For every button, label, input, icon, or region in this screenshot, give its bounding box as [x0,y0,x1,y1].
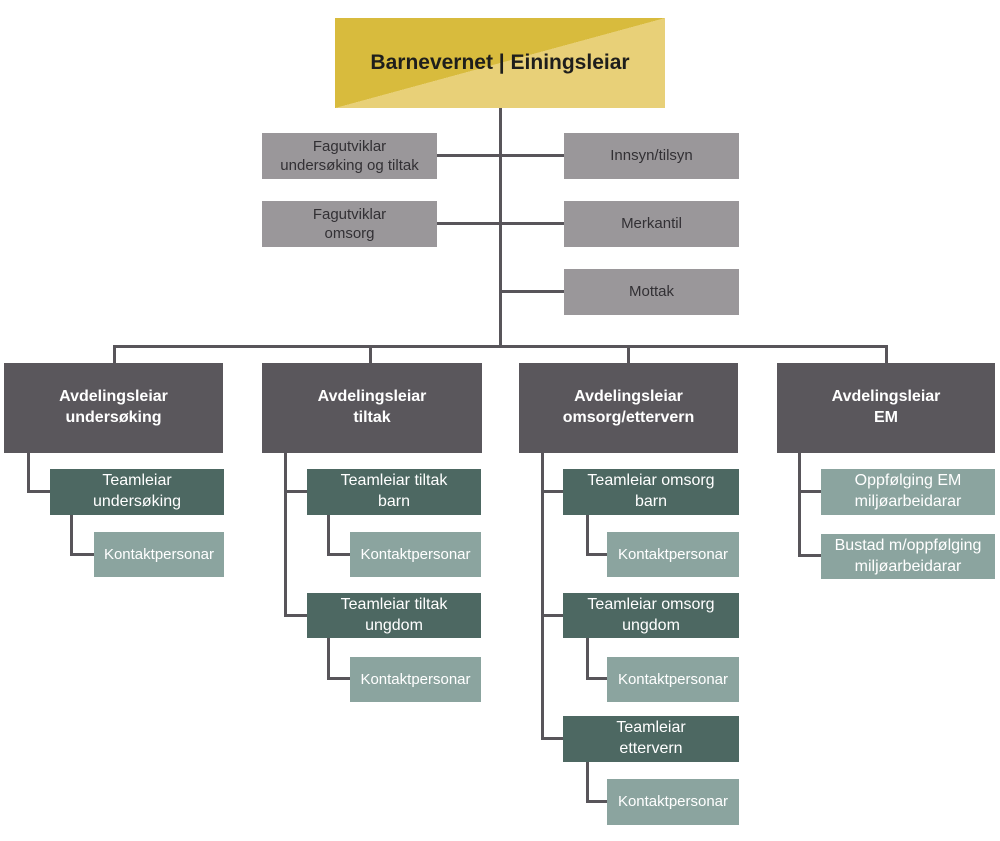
connector-col3-contact1-v [586,514,589,556]
connector-col3-contact2-v [586,638,589,680]
node-label: Kontaktpersonar [103,545,215,563]
connector-col3-trunk [541,453,544,740]
connector-col4-h1 [798,490,821,493]
node-label: Kontaktpersonar [617,545,729,563]
org-node-innsyn-tilsyn: Innsyn/tilsyn [564,133,739,179]
connector-root-trunk [499,108,502,348]
connector-staff-row-2 [437,222,564,225]
connector-col1-contact-h [70,553,94,556]
connector-staff-row-3 [499,290,564,293]
node-label: Barnevernet | Einingsleiar [370,51,630,75]
org-node-merkantil: Merkantil [564,201,739,247]
connector-col3-h2 [541,614,563,617]
connector-col2-contact1-h [327,553,350,556]
connector-col1-contact-v [70,514,73,556]
node-label: Kontaktpersonar [360,670,471,688]
connector-col3-contact3-v [586,762,589,803]
org-node-kontaktpersonar-omsorg-barn: Kontaktpersonar [607,532,739,577]
connector-col4-h2 [798,554,821,557]
org-node-mottak: Mottak [564,269,739,315]
connector-dept-stub-1 [113,345,116,363]
connector-col4-trunk [798,453,801,557]
node-label: Kontaktpersonar [617,670,729,688]
connector-col2-contact2-h [327,677,350,680]
connector-col3-contact1-h [586,553,607,556]
connector-col2-trunk [284,453,287,617]
connector-col2-contact2-v [327,638,330,680]
connector-staff-row-1 [437,154,564,157]
connector-col3-h1 [541,490,563,493]
connector-distribution [113,345,888,348]
connector-col2-h2 [284,614,307,617]
connector-col3-contact3-h [586,800,607,803]
connector-dept-stub-3 [627,345,630,363]
connector-col2-h1 [284,490,307,493]
connector-col3-h3 [541,737,563,740]
node-label: Mottak [628,283,674,301]
node-label: Kontaktpersonar [360,545,471,563]
connector-col3-contact2-h [586,677,607,680]
connector-dept-stub-4 [885,345,888,363]
node-label: Merkantil [621,215,682,233]
node-label: Kontaktpersonar [617,793,729,811]
org-node-einingsleiar: Barnevernet | Einingsleiar [335,18,665,108]
org-node-kontaktpersonar-tiltak-barn: Kontaktpersonar [350,532,481,577]
connector-dept-stub-2 [369,345,372,363]
org-node-kontaktpersonar-ettervern: Kontaktpersonar [607,779,739,825]
node-label: Innsyn/tilsyn [610,147,693,165]
connector-col2-contact1-v [327,514,330,556]
org-node-kontaktpersonar-tiltak-ungdom: Kontaktpersonar [350,657,481,702]
org-node-kontaktpersonar-undersoking: Kontaktpersonar [94,532,224,577]
connector-col1-h [27,490,50,493]
connector-col1-v [27,453,30,493]
org-node-kontaktpersonar-omsorg-ungdom: Kontaktpersonar [607,657,739,702]
